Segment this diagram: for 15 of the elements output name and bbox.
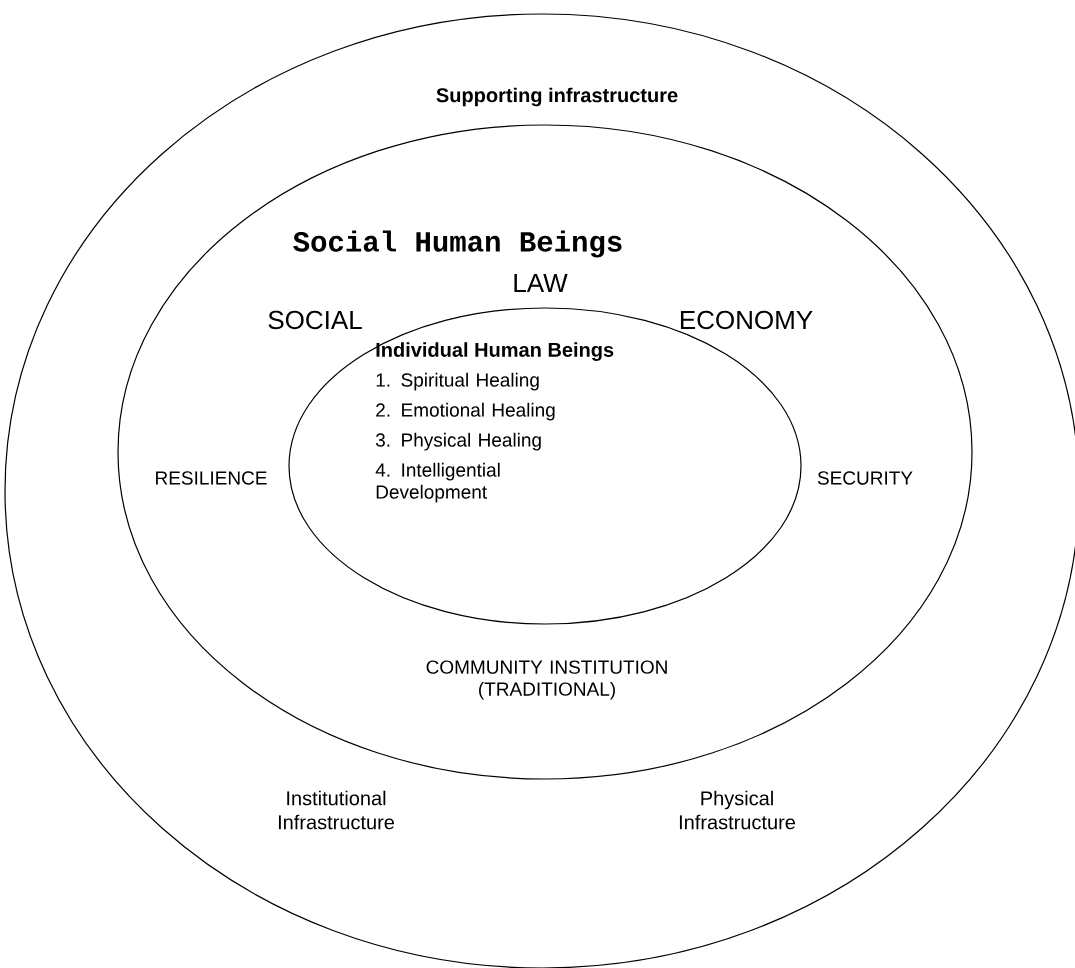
ring-label: Institutional Infrastructure [278, 790, 394, 830]
ring-label: ECONOMY [680, 310, 813, 330]
ring-label: SOCIAL [268, 310, 362, 330]
list-item: 4. Intelligential Development [375, 462, 500, 503]
ring-label: COMMUNITY INSTITUTION (TRADITIONAL) [426, 660, 667, 700]
ring-label: Physical Infrastructure [679, 790, 795, 830]
ring-label: SECURITY [817, 471, 913, 485]
ring-label: LAW [514, 274, 568, 292]
ring-label: RESILIENCE [156, 471, 267, 485]
list-item: 2. Emotional Healing [376, 402, 555, 421]
list-item: 3. Physical Healing [375, 432, 541, 451]
heading: Social Human Beings [293, 230, 622, 258]
heading: Individual Human Beings [376, 342, 614, 361]
heading: Supporting infrastructure [436, 87, 678, 107]
list-item: 1. Spiritual Healing [376, 372, 539, 391]
